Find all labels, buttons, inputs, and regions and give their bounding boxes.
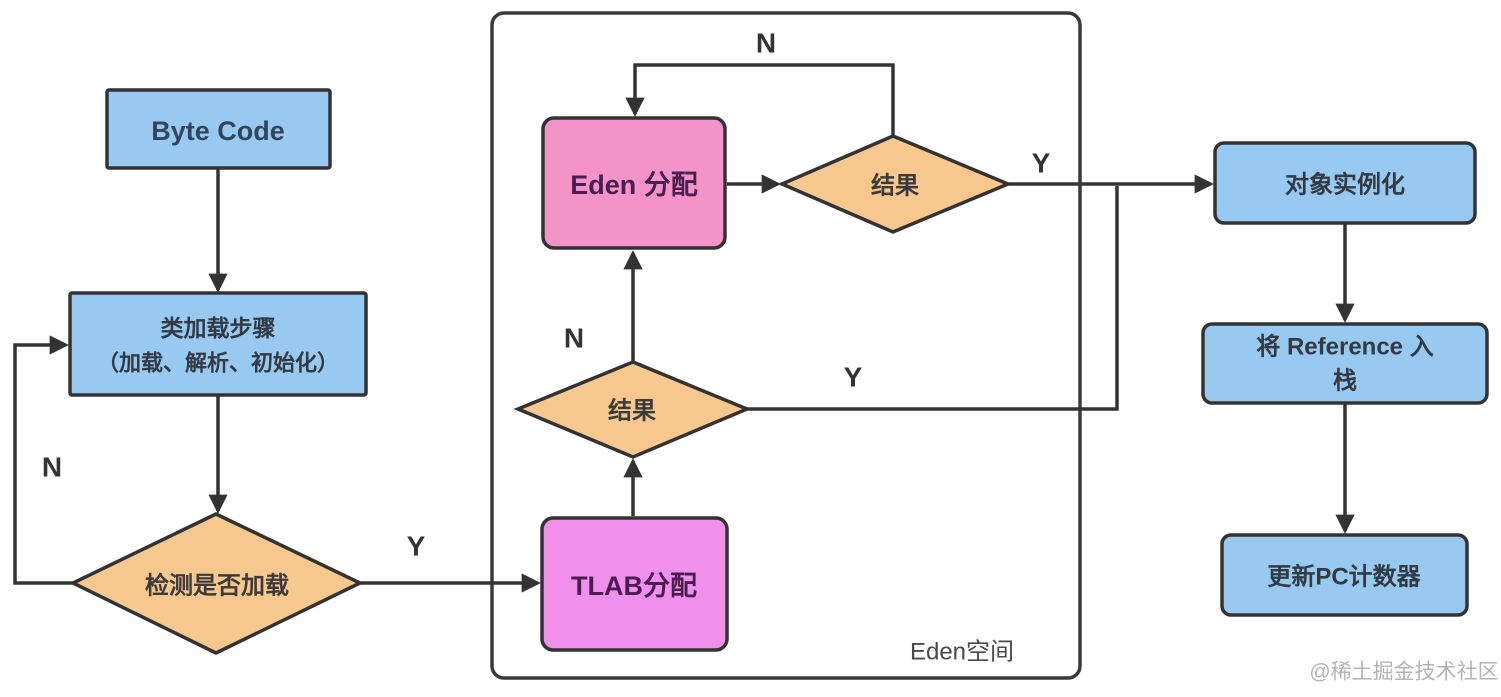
result-upper-label: 结果 — [871, 173, 919, 200]
byte-code-label: Byte Code — [151, 116, 285, 146]
node-detect-loaded: 检测是否加载 — [68, 512, 365, 655]
node-eden-alloc: Eden 分配 — [541, 116, 727, 250]
eden-space-label: Eden空间 — [910, 639, 1014, 666]
class-load-box — [68, 291, 368, 397]
edge-result-upper-no-loop — [625, 63, 895, 136]
edge-detect-no-loop — [13, 335, 75, 585]
tlab-alloc-box — [540, 516, 729, 652]
node-reference-stack: 将 Reference 入 栈 — [1201, 322, 1489, 405]
node-class-load: 类加载步骤 （加载、解析、初始化） — [68, 291, 368, 397]
eden-alloc-box — [541, 116, 727, 250]
edges — [13, 63, 1355, 593]
node-object-instantiation: 对象实例化 — [1213, 141, 1477, 225]
result-lower-label: 结果 — [608, 398, 656, 425]
byte-code-box — [105, 88, 332, 170]
label-result-lower-no: N — [564, 323, 584, 354]
label-result-upper-yes: Y — [1032, 148, 1051, 179]
object-instantiation-box — [1213, 141, 1477, 225]
label-detect-yes: Y — [407, 531, 426, 562]
detect-loaded-label: 检测是否加载 — [145, 572, 289, 600]
node-result-upper: 结果 — [777, 134, 1013, 234]
node-result-lower: 结果 — [513, 360, 752, 459]
detect-loaded-diamond — [68, 512, 365, 655]
node-byte-code: Byte Code — [105, 88, 332, 170]
edge-result-lower-yes — [747, 186, 1119, 411]
tlab-alloc-label: TLAB分配 — [571, 571, 697, 601]
class-load-label-line1: 类加载步骤 — [161, 315, 276, 341]
reference-stack-label-line2: 栈 — [1333, 368, 1357, 395]
edge-labels: N Y N Y N Y — [42, 28, 1051, 562]
class-load-label-line2: （加载、解析、初始化） — [97, 351, 339, 376]
object-instantiation-label: 对象实例化 — [1285, 171, 1405, 199]
label-result-lower-yes: Y — [844, 362, 863, 393]
reference-stack-box — [1201, 322, 1489, 405]
watermark-text: @稀土掘金技术社区 — [1309, 661, 1498, 684]
label-result-upper-no: N — [756, 28, 776, 59]
eden-alloc-label: Eden 分配 — [570, 170, 698, 200]
node-pc-counter: 更新PC计数器 — [1220, 533, 1469, 617]
pc-counter-label: 更新PC计数器 — [1267, 563, 1421, 591]
node-tlab-alloc: TLAB分配 — [540, 516, 729, 652]
reference-stack-label-line1: 将 Reference 入 — [1256, 334, 1433, 361]
result-upper-diamond — [777, 134, 1013, 234]
result-lower-diamond — [513, 360, 752, 459]
pc-counter-box — [1220, 533, 1469, 617]
label-detect-no: N — [42, 452, 62, 483]
